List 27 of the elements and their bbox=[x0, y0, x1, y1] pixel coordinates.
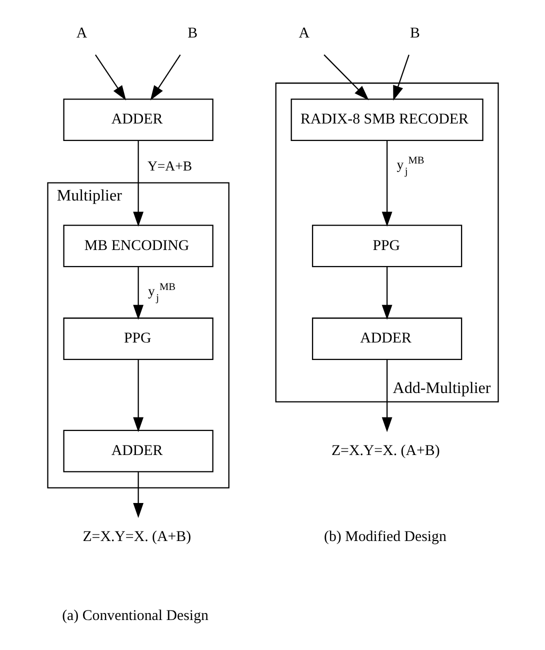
node-text: B bbox=[409, 26, 420, 42]
node-box: PPG bbox=[311, 224, 462, 268]
arrow bbox=[132, 266, 144, 320]
label: (a) Conventional Design bbox=[62, 608, 208, 624]
node-text: B bbox=[187, 26, 198, 42]
node-box: ADDER bbox=[62, 98, 213, 142]
arrow bbox=[132, 360, 144, 432]
node-text: Z=X.Y=X. (A+B) bbox=[330, 442, 440, 459]
label: (b) Modified Design bbox=[324, 528, 446, 545]
node-box: PPG bbox=[62, 318, 213, 360]
arrow bbox=[94, 54, 126, 100]
node-box: ADDER bbox=[311, 318, 462, 360]
node-text: A bbox=[298, 26, 310, 42]
node-box: MB ENCODING bbox=[62, 224, 213, 268]
arrow bbox=[323, 54, 368, 100]
node-box: RADIX-8 SMB RECODER bbox=[290, 98, 483, 142]
arrow bbox=[132, 472, 144, 518]
node-box: ADDER bbox=[62, 430, 213, 472]
arrow bbox=[381, 140, 392, 227]
arrow bbox=[392, 54, 409, 101]
node-text: Z=X.Y=X. (A+B) bbox=[82, 528, 191, 545]
arrow bbox=[150, 54, 180, 100]
edge-label: Y=A+B bbox=[146, 158, 192, 174]
arrow bbox=[132, 140, 144, 227]
node-text: A bbox=[76, 26, 87, 42]
arrow bbox=[381, 266, 392, 320]
arrow bbox=[381, 360, 392, 432]
